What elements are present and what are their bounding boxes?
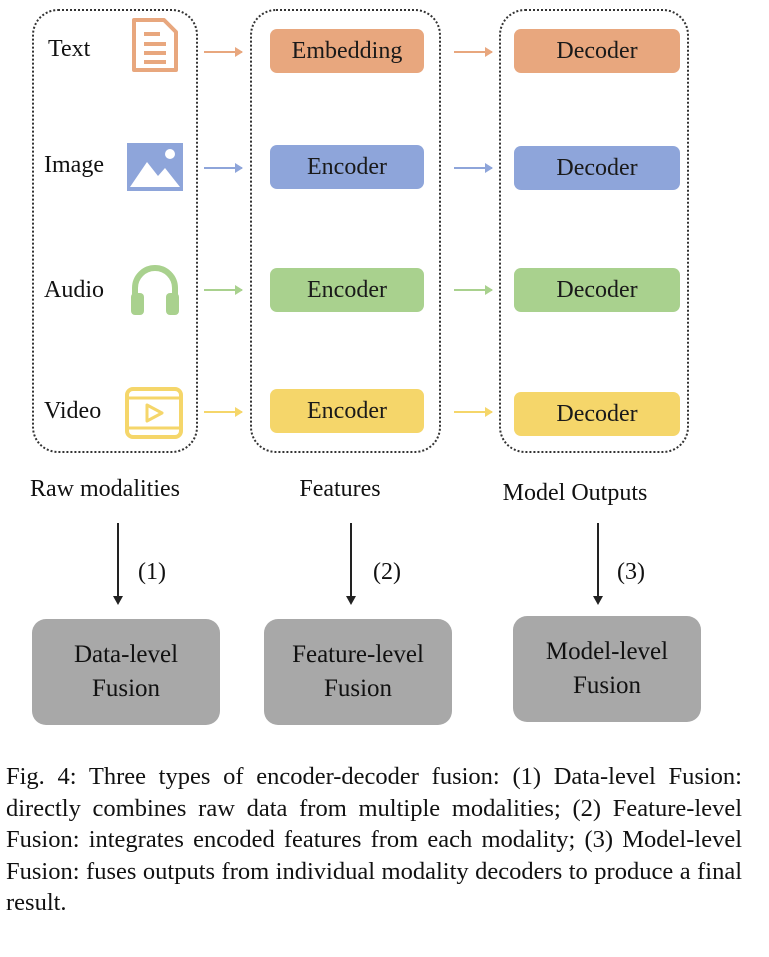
arrow-down-feature-level [346, 523, 356, 605]
headphones-icon [131, 265, 179, 315]
image-decoder-box: Decoder [514, 146, 680, 190]
arrow-audio-encoder-to-decoder [454, 285, 493, 295]
video-decoder-box: Decoder [514, 392, 680, 436]
modality-label-video: Video [44, 398, 102, 424]
arrow-image-to-encoder [204, 163, 243, 173]
model-outputs-group [499, 9, 689, 453]
data-level-fusion-line2: Fusion [91, 675, 161, 702]
text-decoder-box: Decoder [514, 29, 680, 73]
modality-label-text: Text [48, 36, 91, 62]
arrow-video-to-encoder [204, 407, 243, 417]
audio-decoder-box: Decoder [514, 268, 680, 312]
arrow-down-data-level [113, 523, 123, 605]
modality-label-image: Image [44, 152, 104, 178]
video-encoder-box: Encoder [270, 389, 424, 433]
step-label-1: (1) [138, 559, 166, 585]
step-label-3: (3) [617, 559, 645, 585]
model-outputs-label: Model Outputs [502, 480, 648, 506]
arrow-image-encoder-to-decoder [454, 163, 493, 173]
step-label-2: (2) [373, 559, 401, 585]
audio-encoder-box: Encoder [270, 268, 424, 312]
data-level-fusion-line1: Data-level [73, 641, 179, 668]
arrow-down-model-level [593, 523, 603, 605]
arrow-embedding-to-decoder [454, 47, 493, 57]
raw-modalities-label: Raw modalities [30, 476, 180, 502]
model-level-fusion-line2: Fusion [572, 672, 642, 699]
figure-caption: Fig. 4: Three types of encoder-decoder f… [6, 763, 742, 916]
feature-level-fusion-line2: Fusion [323, 675, 393, 702]
features-label: Features [299, 476, 381, 502]
embedding-box: Embedding [270, 29, 424, 73]
raw-modalities-group [32, 9, 198, 453]
arrow-text-to-embedding [204, 47, 243, 57]
model-level-fusion-line1: Model-level [545, 638, 669, 665]
arrow-audio-to-encoder [204, 285, 243, 295]
document-icon [132, 18, 178, 72]
modality-label-audio: Audio [44, 277, 104, 303]
arrow-video-encoder-to-decoder [454, 407, 493, 417]
image-encoder-box: Encoder [270, 145, 424, 189]
video-icon [125, 387, 183, 439]
image-icon [127, 143, 183, 191]
feature-level-fusion-line1: Feature-level [292, 641, 424, 668]
features-group [250, 9, 441, 453]
